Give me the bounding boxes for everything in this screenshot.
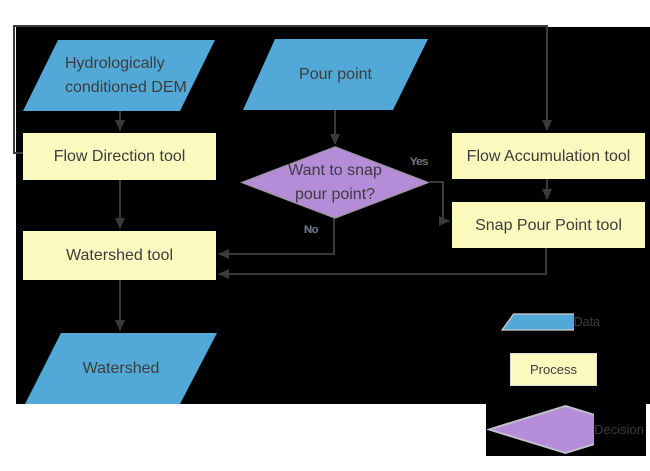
data-parallelogram-shape (243, 39, 428, 110)
node-flow-direction-tool: Flow Direction tool (23, 133, 216, 180)
decision-diamond-shape (240, 146, 430, 219)
node-label: Flow Direction tool (53, 148, 186, 165)
legend-decision-shape (487, 404, 595, 455)
data-parallelogram-shape (23, 40, 215, 111)
node-watershed-tool: Watershed tool (23, 231, 216, 280)
node-label: Watershed tool (65, 247, 173, 264)
legend-item-decision: Decision (487, 404, 644, 455)
node-watershed: Watershed (25, 333, 217, 404)
data-parallelogram-shape (25, 333, 217, 404)
edge-label-no: No (304, 224, 319, 236)
node-want-to-snap-decision: Want to snap pour point? (240, 145, 430, 220)
node-hydrologically-conditioned-dem: Hydrologically conditioned DEM (23, 40, 215, 111)
legend-label: Process (530, 362, 577, 377)
node-label: Snap Pour Point tool (475, 216, 622, 234)
node-snap-pour-point-tool: Snap Pour Point tool (452, 202, 645, 248)
node-flow-accumulation-tool: Flow Accumulation tool (452, 133, 645, 179)
node-label: Watershed (82, 360, 160, 377)
node-label: Pour point (299, 66, 372, 83)
legend-data-shape (501, 313, 574, 331)
legend-label: Decision (594, 422, 644, 437)
edge-label-yes: Yes (410, 156, 428, 168)
node-label: Want to snap pour point? (288, 161, 382, 203)
node-label: Hydrologically conditioned DEM (65, 54, 187, 96)
node-label: Flow Accumulation tool (466, 147, 631, 165)
node-pour-point: Pour point (243, 39, 428, 110)
legend-label: Data (573, 314, 600, 329)
legend-item-process: Process (510, 353, 597, 386)
legend-item-data: Data (501, 313, 600, 331)
